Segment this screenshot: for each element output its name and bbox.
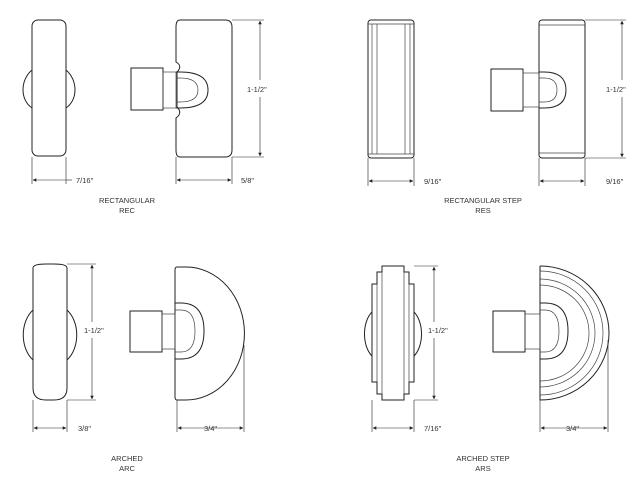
res-height-label: 1-1/2" [606, 85, 626, 94]
res-side-view [490, 19, 586, 159]
rec-group: 7/16" 5/8" 1-1/2" RECTANGULAR REC [22, 19, 267, 215]
ars-group: 7/16" 1-1/2" 3/4" ARCHED STEP ARS [364, 265, 610, 473]
ars-side-width-label: 3/4" [566, 424, 579, 433]
arc-code: ARC [119, 464, 135, 473]
arc-dimensions: 3/8" 1-1/2" 3/4" [32, 263, 245, 433]
rec-dimensions: 7/16" 5/8" 1-1/2" [31, 19, 267, 185]
rec-front-view [22, 19, 76, 157]
res-front-width-label: 9/16" [424, 177, 442, 186]
ars-front-width-label: 7/16" [424, 424, 442, 433]
ars-code: ARS [475, 464, 490, 473]
ars-height-label: 1-1/2" [428, 326, 448, 335]
arc-front-width-label: 3/8" [78, 424, 91, 433]
ars-dimensions: 7/16" 1-1/2" 3/4" [371, 265, 609, 433]
ars-side-view [492, 265, 610, 401]
rec-code: REC [119, 206, 135, 215]
arc-name: ARCHED [111, 454, 143, 463]
rec-front-width-label: 7/16" [76, 176, 94, 185]
rec-side-width-label: 5/8" [241, 176, 254, 185]
arc-group: 3/8" 1-1/2" 3/4" ARCHED ARC [22, 263, 245, 473]
arc-side-width-label: 3/4" [204, 424, 217, 433]
ars-name: ARCHED STEP [456, 454, 509, 463]
res-front-view [367, 19, 415, 159]
arc-side-view [129, 266, 245, 401]
res-name: RECTANGULAR STEP [444, 196, 522, 205]
res-code: RES [475, 206, 490, 215]
rec-height-label: 1-1/2" [247, 85, 267, 94]
rec-name: RECTANGULAR [99, 196, 156, 205]
arc-front-view [22, 263, 78, 401]
rec-side-view [130, 19, 233, 158]
res-group: 9/16" 9/16" 1-1/2" RECTANGULAR STEP RES [367, 19, 626, 215]
res-side-width-label: 9/16" [606, 177, 624, 186]
res-dimensions: 9/16" 9/16" 1-1/2" [367, 19, 626, 186]
ars-front-view [364, 265, 422, 401]
arc-height-label: 1-1/2" [84, 326, 104, 335]
